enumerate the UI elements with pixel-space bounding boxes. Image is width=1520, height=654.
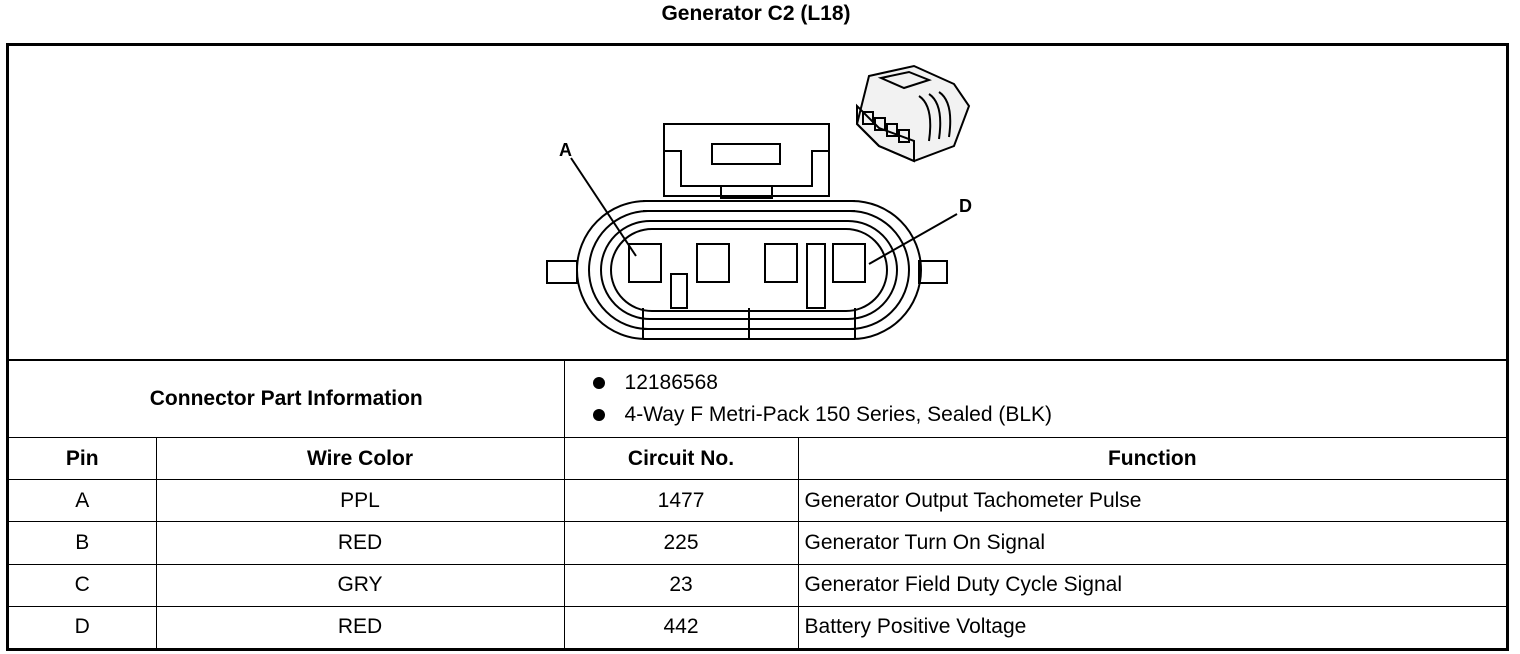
pin-a-label: A [559, 140, 572, 160]
bullet-icon [592, 377, 605, 390]
pin-cell: A [9, 479, 157, 523]
function-cell: Generator Field Duty Cycle Signal [797, 563, 1507, 607]
part-info-values: 12186568 4-Way F Metri-Pack 150 Series, … [563, 361, 1507, 439]
table-header-row: Pin Wire Color Circuit No. Function [9, 437, 1507, 481]
pinout-table: Connector Part Information 12186568 4-Wa… [9, 361, 1507, 648]
part-info-item: 12186568 [591, 367, 1501, 399]
connector-drawing: A D [546, 64, 972, 340]
pin-cell: D [9, 605, 157, 648]
circuit-cell: 225 [563, 521, 799, 565]
bullet-icon [592, 409, 605, 422]
col-pin-header: Pin [9, 437, 157, 481]
col-circuit-header: Circuit No. [563, 437, 799, 481]
table-row: C GRY 23 Generator Field Duty Cycle Sign… [9, 563, 1507, 607]
wire-color-cell: GRY [155, 563, 565, 607]
table-row: A PPL 1477 Generator Output Tachometer P… [9, 479, 1507, 523]
connector-diagram: A D [9, 46, 1506, 361]
wire-color-cell: PPL [155, 479, 565, 523]
function-cell: Battery Positive Voltage [797, 605, 1507, 648]
part-info-item: 4-Way F Metri-Pack 150 Series, Sealed (B… [591, 399, 1501, 431]
col-wire-color-header: Wire Color [155, 437, 565, 481]
col-function-header: Function [797, 437, 1507, 481]
wire-color-cell: RED [155, 521, 565, 565]
circuit-cell: 23 [563, 563, 799, 607]
part-info-label: Connector Part Information [9, 361, 565, 439]
part-info-row: Connector Part Information 12186568 4-Wa… [9, 361, 1507, 439]
connector-frame: A D Connector Part Inf [6, 43, 1509, 651]
circuit-cell: 442 [563, 605, 799, 648]
table-row: B RED 225 Generator Turn On Signal [9, 521, 1507, 565]
function-cell: Generator Turn On Signal [797, 521, 1507, 565]
wire-color-cell: RED [155, 605, 565, 648]
circuit-cell: 1477 [563, 479, 799, 523]
pin-cell: C [9, 563, 157, 607]
pin-cell: B [9, 521, 157, 565]
function-cell: Generator Output Tachometer Pulse [797, 479, 1507, 523]
pin-d-label: D [959, 196, 972, 216]
table-row: D RED 442 Battery Positive Voltage [9, 605, 1507, 648]
connector-thumbnail [855, 64, 971, 163]
page-title: Generator C2 (L18) [661, 2, 851, 25]
